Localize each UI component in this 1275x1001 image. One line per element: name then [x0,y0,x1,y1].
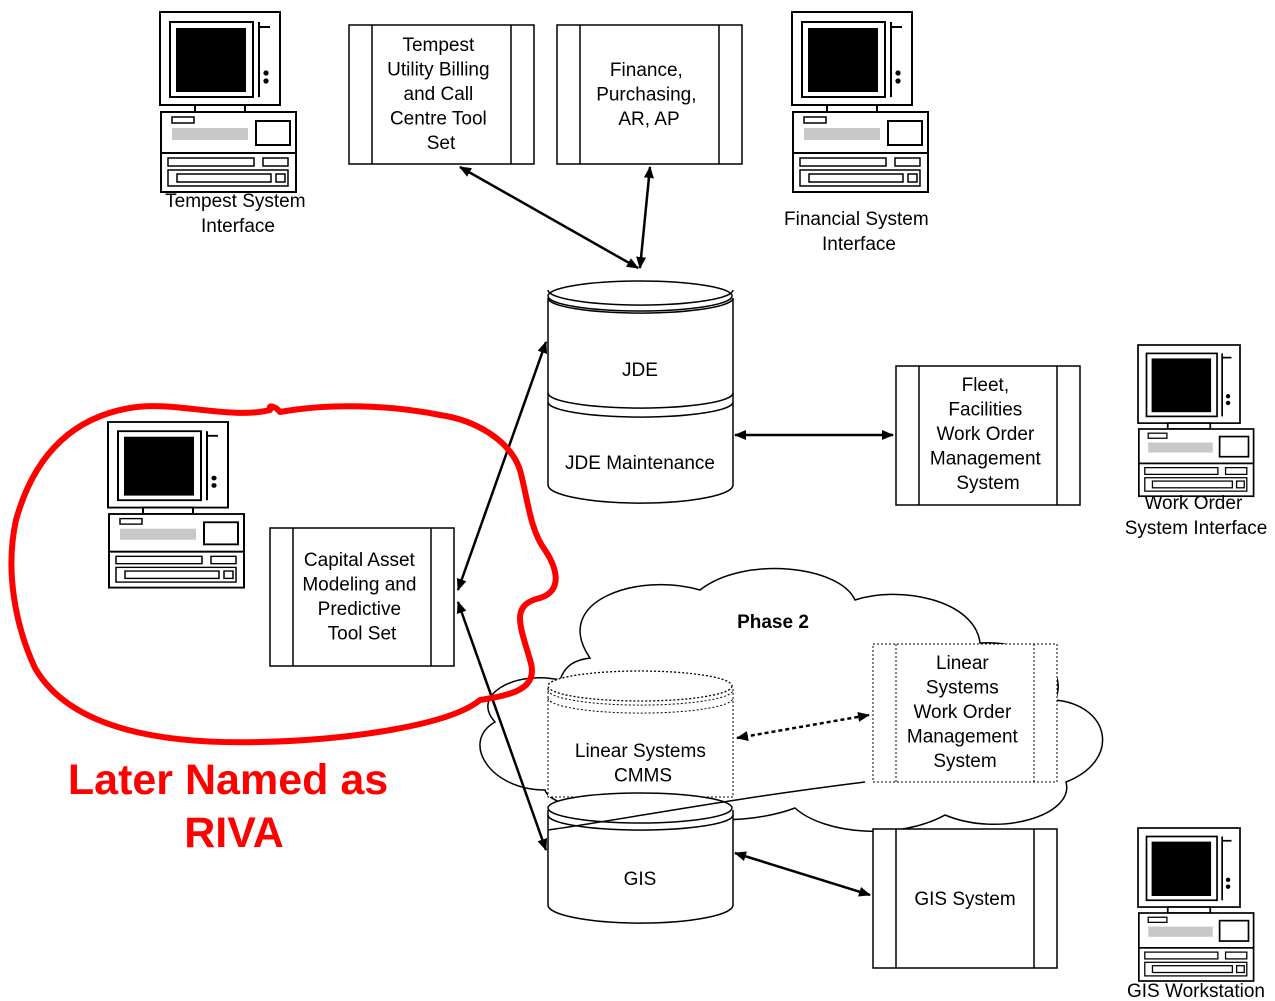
connector-capital-jde [456,341,548,591]
jde-database: JDE JDE Maintenance [547,280,734,504]
fleet-line-2: Facilities [948,400,1022,421]
fleet-line-5: System [956,473,1019,494]
tempest-workstation: Tempest System Interface [159,11,311,237]
svg-text:Tempest System Interface: Tempest System Interface [165,191,311,237]
linear-cmms-line-2: CMMS [614,766,672,787]
finance-line-1: Finance, [610,60,683,81]
connector-cmms-linear-wo [736,711,870,742]
linear-wo-line-2: Systems [926,678,999,699]
capital-asset-line-1: Capital Asset [304,550,416,571]
connector-capital-gis [456,601,548,851]
financial-ws-label-1: Financial System [784,209,929,230]
annotation-line-1: Later Named as [68,756,388,804]
computer-icon [791,11,929,193]
svg-text:Tempest Utility Billing: Tempest Utility Billing and Call Centre … [387,35,495,154]
linear-work-order-module: Linear Systems Work Order Management Sys… [872,643,1058,783]
gis-system-module: GIS System [872,828,1058,969]
work-order-ws-label-1: Work Order [1144,493,1243,514]
work-order-workstation: Work Order System Interface [1125,344,1268,539]
tempest-billing-line-5: Set [427,133,456,154]
svg-text:Work Order System Interf: Work Order System Interface [1125,493,1268,539]
capital-asset-line-3: Predictive [318,599,401,620]
phase-label: Phase 2 [737,612,809,633]
finance-module: Finance, Purchasing, AR, AP [556,24,743,165]
svg-text:Later Named as RIVA: Later Named as RIVA [68,756,400,857]
computer-icon [1137,344,1255,498]
linear-wo-line-5: System [933,751,996,772]
cloud-edge [547,781,866,831]
capital-asset-line-4: Tool Set [328,624,397,645]
svg-text:Capital Asset Modeling a: Capital Asset Modeling and Predictive To… [302,550,421,645]
computer-icon [159,11,297,193]
riva-workstation [107,421,245,589]
tempest-ws-label-2: Interface [201,216,275,237]
svg-text:Finance, Purchasing,: Finance, Purchasing, AR, AP [596,60,702,130]
svg-text:Linear Systems Wor: Linear Systems Work Order Management Sys… [907,653,1023,772]
finance-line-3: AR, AP [618,109,679,130]
fleet-module: Fleet, Facilities Work Order Management … [895,365,1081,506]
gis-workstation: GIS Workstation [1127,827,1265,1001]
tempest-billing-line-3: and Call [404,84,474,105]
connector-finance-jde [636,166,654,269]
svg-text:Linear Systems CMMS: Linear Systems CMMS [575,741,711,787]
tempest-billing-module: Tempest Utility Billing and Call Centre … [348,24,535,165]
financial-ws-label-2: Interface [822,234,896,255]
jde-maintenance-label: JDE Maintenance [565,453,715,474]
linear-cmms-line-1: Linear Systems [575,741,706,762]
linear-wo-line-1: Linear [936,653,989,674]
svg-text:Fleet, Facilities: Fleet, Facilities Work Order Management … [930,375,1046,494]
tempest-billing-line-4: Centre Tool [390,109,487,130]
gis-db-label: GIS [624,869,657,890]
work-order-ws-label-2: System Interface [1125,518,1268,539]
capital-asset-line-2: Modeling and [302,575,416,596]
tempest-ws-label-1: Tempest System [165,191,305,212]
jde-label: JDE [622,360,658,381]
computer-icon [1137,827,1255,982]
gis-database: GIS [547,792,734,924]
fleet-line-1: Fleet, [962,375,1010,396]
riva-annotation-loop [8,403,559,746]
fleet-line-3: Work Order [936,424,1035,445]
gis-ws-label: GIS Workstation [1127,981,1265,1001]
svg-text:Financial System Interfa: Financial System Interface [784,209,934,255]
annotation-line-2: RIVA [184,809,284,857]
capital-asset-module: Capital Asset Modeling and Predictive To… [269,527,455,667]
connector-tempest-jde [459,165,639,270]
connector-gis-gis-system [734,851,871,897]
linear-cmms-database: Linear Systems CMMS [547,670,734,798]
computer-icon [107,421,245,589]
linear-wo-line-3: Work Order [913,702,1012,723]
tempest-billing-line-2: Utility Billing [387,60,489,81]
tempest-billing-line-1: Tempest [402,35,475,56]
linear-wo-line-4: Management [907,727,1019,748]
gis-system-label: GIS System [914,889,1015,910]
fleet-line-4: Management [930,449,1042,470]
financial-workstation: Financial System Interface [784,11,934,255]
finance-line-2: Purchasing, [596,85,696,106]
